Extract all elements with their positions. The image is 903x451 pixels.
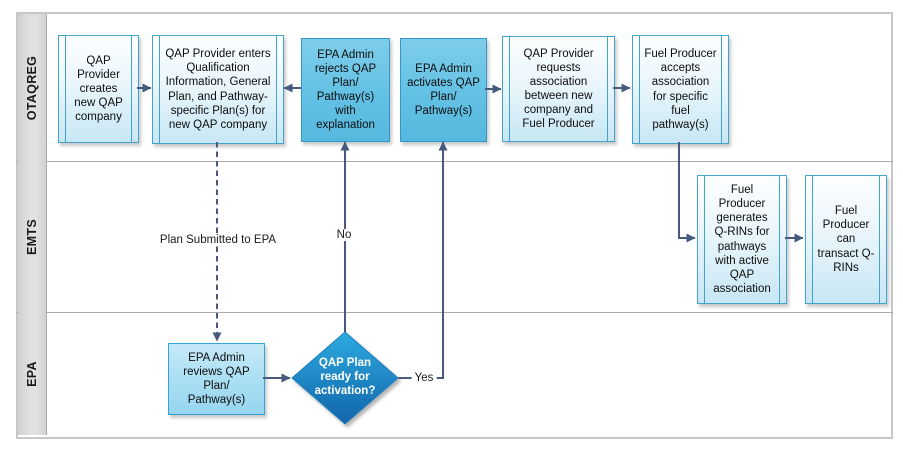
node-label: EPA Admin activates QAP Plan/ Pathway(s) — [407, 62, 480, 118]
node-request-association: QAP Provider requests association betwee… — [502, 36, 615, 142]
node-label: QAP Provider requests association betwee… — [522, 47, 595, 131]
node-review-plan: EPA Admin reviews QAP Plan/ Pathway(s) — [168, 343, 265, 415]
lane-label-text: EMTS — [25, 219, 39, 255]
decision-label: QAP Plan ready for activation? — [314, 357, 376, 397]
edge-label-plan-submitted: Plan Submitted to EPA — [156, 234, 280, 246]
node-enter-plans: QAP Provider enters Qualification Inform… — [152, 35, 284, 144]
subprocess-side-bars — [704, 176, 780, 303]
lane-label-column — [18, 14, 47, 435]
node-create-company: QAP Provider creates new QAP company — [58, 35, 139, 143]
lane-label-otaqreg: OTAQREG — [18, 14, 46, 161]
lane-label-text: EPA — [25, 361, 39, 387]
subprocess-side-bars — [812, 176, 880, 303]
edge-label-no: No — [333, 229, 355, 241]
node-label: Fuel Producer generates Q-RINs for pathw… — [713, 184, 771, 295]
node-label: EPA Admin rejects QAP Plan/ Pathway(s) w… — [314, 48, 377, 132]
node-accept-association: Fuel Producer accepts association for sp… — [632, 35, 729, 144]
subprocess-side-bars — [639, 36, 722, 143]
lane-label-emts: EMTS — [18, 162, 46, 312]
subprocess-side-bars — [509, 37, 608, 141]
node-label: QAP Provider enters Qualification Inform… — [165, 48, 271, 131]
lane-divider-2 — [16, 312, 893, 313]
node-label: Fuel Producer can transact Q-RINs — [817, 205, 875, 274]
subprocess-side-bars — [65, 36, 132, 142]
node-label: EPA Admin reviews QAP Plan/ Pathway(s) — [183, 351, 250, 407]
node-reject-plan: EPA Admin rejects QAP Plan/ Pathway(s) w… — [301, 38, 390, 142]
node-transact-qrins: Fuel Producer can transact Q-RINs — [805, 175, 887, 304]
lane-divider-1 — [16, 161, 893, 162]
node-generate-qrins: Fuel Producer generates Q-RINs for pathw… — [697, 175, 787, 304]
node-label: QAP Provider creates new QAP company — [74, 54, 123, 124]
subprocess-side-bars — [159, 36, 277, 143]
lane-label-epa: EPA — [18, 313, 46, 435]
node-activate-plan: EPA Admin activates QAP Plan/ Pathway(s) — [400, 38, 487, 142]
edge-label-yes: Yes — [411, 372, 437, 384]
node-label: Fuel Producer accepts association for sp… — [644, 48, 717, 131]
lane-label-text: OTAQREG — [25, 55, 39, 120]
